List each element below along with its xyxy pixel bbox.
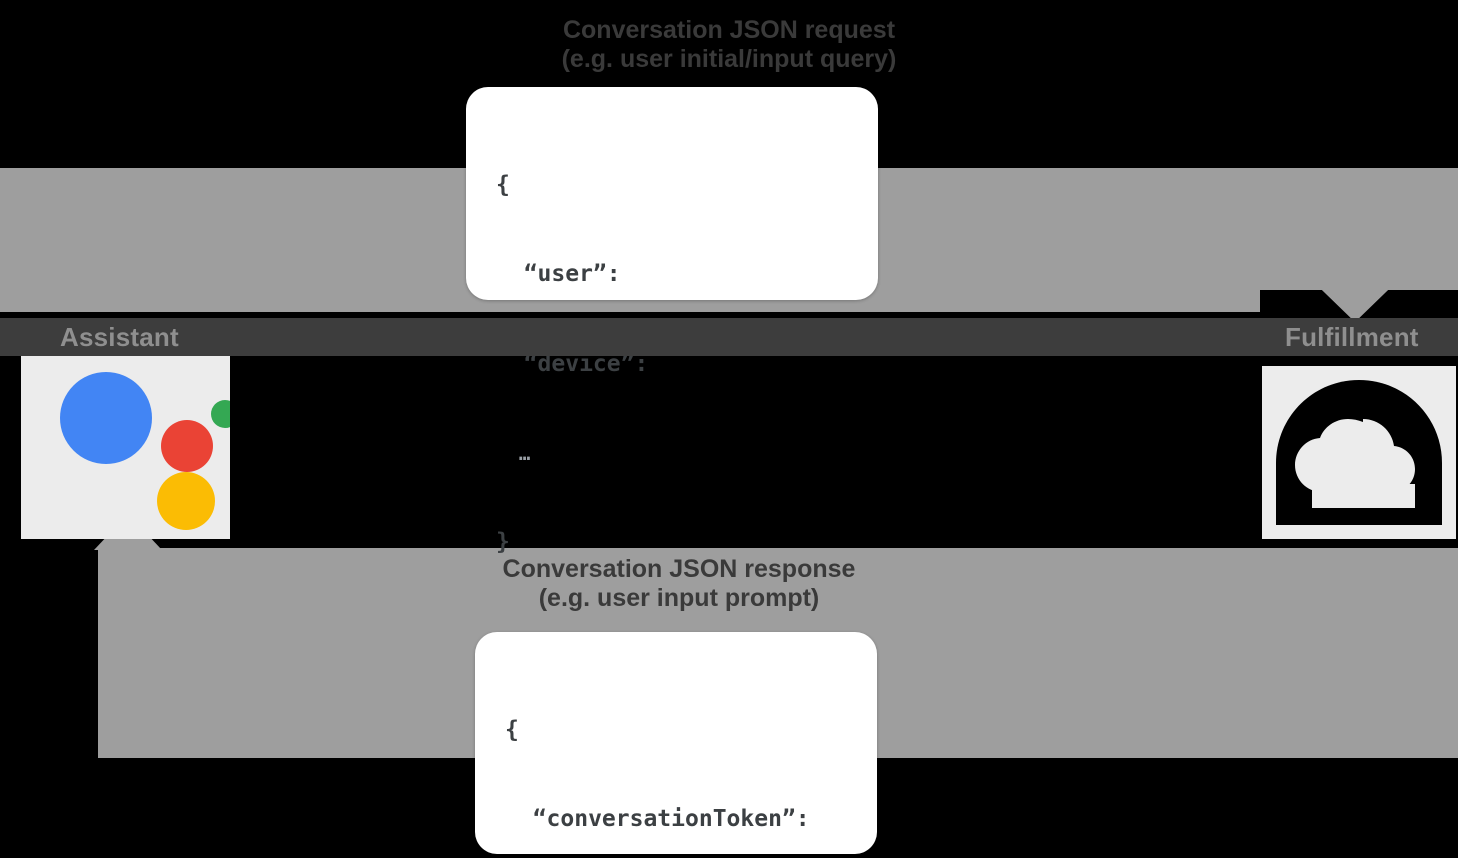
request-code-line-1: “user”: <box>523 261 621 288</box>
response-caption-subtitle: (e.g. user input prompt) <box>538 583 820 612</box>
assistant-yellow-dot <box>157 472 215 530</box>
response-caption-title: Conversation JSON response <box>502 555 856 583</box>
request-json-card: { “user”: “device”: … } <box>466 87 878 555</box>
request-code-line-4: } <box>496 529 510 556</box>
request-code-line-3: … <box>518 442 531 465</box>
assistant-red-dot <box>161 420 213 472</box>
cloud-functions-icon <box>1276 380 1442 525</box>
request-caption-subtitle: (e.g. user initial/input query) <box>561 44 897 73</box>
fulfillment-icon-tile <box>1262 366 1456 539</box>
response-json-card: { “conversationToken”: “userStorage”: … … <box>475 632 877 854</box>
endpoint-label-band: Assistant Fulfillment <box>0 318 1458 356</box>
fulfillment-label: Fulfillment <box>1285 321 1419 352</box>
assistant-label: Assistant <box>60 321 179 352</box>
response-caption: Conversation JSON response (e.g. user in… <box>379 555 979 613</box>
assistant-blue-dot <box>60 372 152 464</box>
assistant-green-dot <box>211 400 230 428</box>
google-assistant-icon <box>60 372 230 530</box>
assistant-icon-tile <box>21 356 230 539</box>
response-code-line-0: { <box>505 716 519 743</box>
request-caption: Conversation JSON request (e.g. user ini… <box>429 16 1029 74</box>
request-caption-title: Conversation JSON request <box>562 16 896 44</box>
request-code-line-0: { <box>496 171 510 198</box>
response-code-line-1: “conversationToken”: <box>532 806 810 833</box>
